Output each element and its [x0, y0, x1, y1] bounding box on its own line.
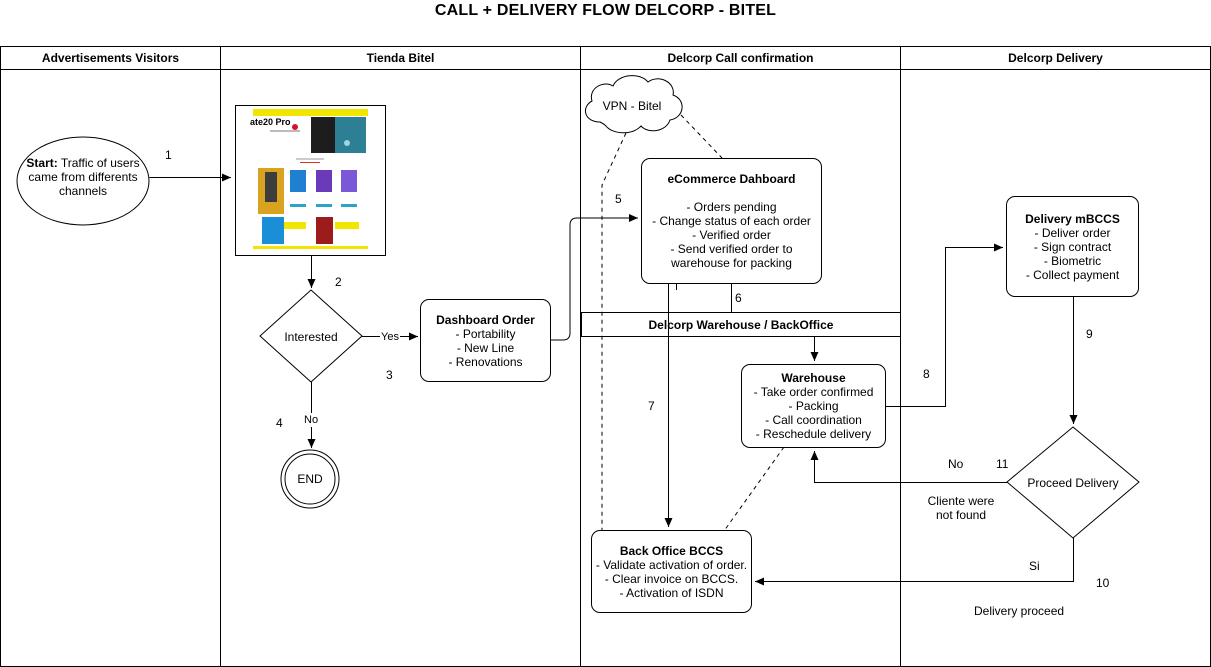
step-number-4: 4 [276, 416, 283, 430]
step-number-5: 5 [615, 192, 622, 206]
ecommerce-item: - Verified order [692, 228, 771, 242]
diagram-title: CALL + DELIVERY FLOW DELCORP - BITEL [434, 2, 777, 19]
lane-header-advertisements: Advertisements Visitors [41, 51, 180, 65]
interested-label: Interested [284, 330, 338, 344]
edge-11 [810, 451, 1007, 483]
warehouse-box[interactable]: Warehouse - Take order confirmed - Packi… [741, 364, 886, 448]
edge-label-not-found: Cliente were not found [927, 494, 995, 522]
ecommerce-dashboard-title: eCommerce Dahboard [667, 172, 796, 186]
back-office-title: Back Office BCCS [619, 543, 724, 558]
warehouse-item: - Call coordination [765, 413, 862, 427]
edge-5 [551, 214, 638, 341]
screenshot-product-title: ate20 Pro [250, 117, 291, 127]
dashboard-order-item: - Renovations [448, 354, 523, 369]
vpn-cloud[interactable] [584, 75, 683, 134]
ecommerce-item: - Orders pending [686, 200, 777, 214]
delivery-item: - Collect payment [1025, 267, 1120, 282]
warehouse-band-label: Delcorp Warehouse / BackOffice [648, 318, 834, 332]
start-label-bold: Start: [26, 156, 58, 170]
ecommerce-dashboard-box[interactable]: eCommerce Dahboard - Orders pending - Ch… [641, 158, 822, 284]
dashboard-order-title: Dashboard Order [436, 312, 535, 327]
back-office-item: - Clear invoice on BCCS. [604, 571, 739, 586]
delivery-title: Delivery mBCCS [1025, 211, 1120, 226]
store-screenshot [235, 105, 386, 256]
edge-label-no-proceed: No [948, 457, 964, 471]
dashboard-order-box[interactable]: Dashboard Order - Portability - New Line… [420, 299, 551, 382]
lane-header-delivery: Delcorp Delivery [1008, 51, 1103, 65]
ecommerce-item: warehouse for packing [671, 256, 792, 270]
vpn-label: VPN - Bitel [602, 99, 662, 113]
edge-8 [886, 243, 1003, 407]
step-number-6: 6 [735, 291, 742, 305]
step-number-3: 3 [386, 368, 393, 382]
lane-header-call-confirmation: Delcorp Call confirmation [667, 51, 814, 65]
end-node-inner [284, 453, 336, 505]
dashboard-order-item: - New Line [456, 340, 515, 355]
edge-label-si: Si [1029, 559, 1040, 573]
step-number-8: 8 [923, 367, 930, 381]
ecommerce-item: - Change status of each order [652, 214, 811, 228]
back-office-item: - Validate activation of order. [595, 557, 748, 572]
vpn-link-backoffice [601, 132, 627, 531]
warehouse-item: - Reschedule delivery [755, 427, 872, 441]
warehouse-band [581, 312, 901, 337]
edge-label-yes: Yes [380, 330, 400, 344]
step-number-10: 10 [1096, 576, 1110, 590]
delivery-item: - Deliver order [1034, 225, 1111, 240]
edge-label-delivery-proceed: Delivery proceed [974, 604, 1065, 618]
delivery-item: - Biometric [1043, 253, 1102, 268]
ecommerce-item: - Send verified order to [670, 242, 793, 256]
warehouse-link-backoffice [723, 446, 785, 532]
step-number-2: 2 [335, 275, 342, 289]
edge-label-no-end: No [303, 413, 320, 427]
dashboard-order-item: - Portability [455, 326, 516, 341]
edge-10 [755, 538, 1074, 586]
delivery-mbccs-box[interactable]: Delivery mBCCS - Deliver order - Sign co… [1006, 196, 1139, 297]
end-node[interactable] [280, 449, 340, 509]
step-number-9: 9 [1086, 327, 1093, 341]
vpn-link-ecommerce [680, 114, 723, 159]
start-node[interactable] [16, 136, 150, 226]
end-label: END [297, 472, 323, 486]
back-office-box[interactable]: Back Office BCCS - Validate activation o… [591, 530, 752, 613]
step-number-7: 7 [648, 399, 655, 413]
warehouse-item: - Take order confirmed [753, 385, 874, 399]
proceed-delivery-label: Proceed Delivery [1027, 476, 1119, 490]
start-label: Start: Traffic of users came from differ… [20, 156, 146, 198]
lane-header-tienda-bitel: Tienda Bitel [366, 51, 435, 65]
delivery-item: - Sign contract [1033, 239, 1112, 254]
start-label-text: Traffic of users came from differents ch… [28, 156, 140, 198]
step-number-11: 11 [996, 457, 1009, 471]
warehouse-title: Warehouse [781, 371, 846, 385]
back-office-item: - Activation of ISDN [619, 585, 724, 600]
step-number-1: 1 [165, 148, 172, 162]
warehouse-item: - Packing [788, 399, 839, 413]
